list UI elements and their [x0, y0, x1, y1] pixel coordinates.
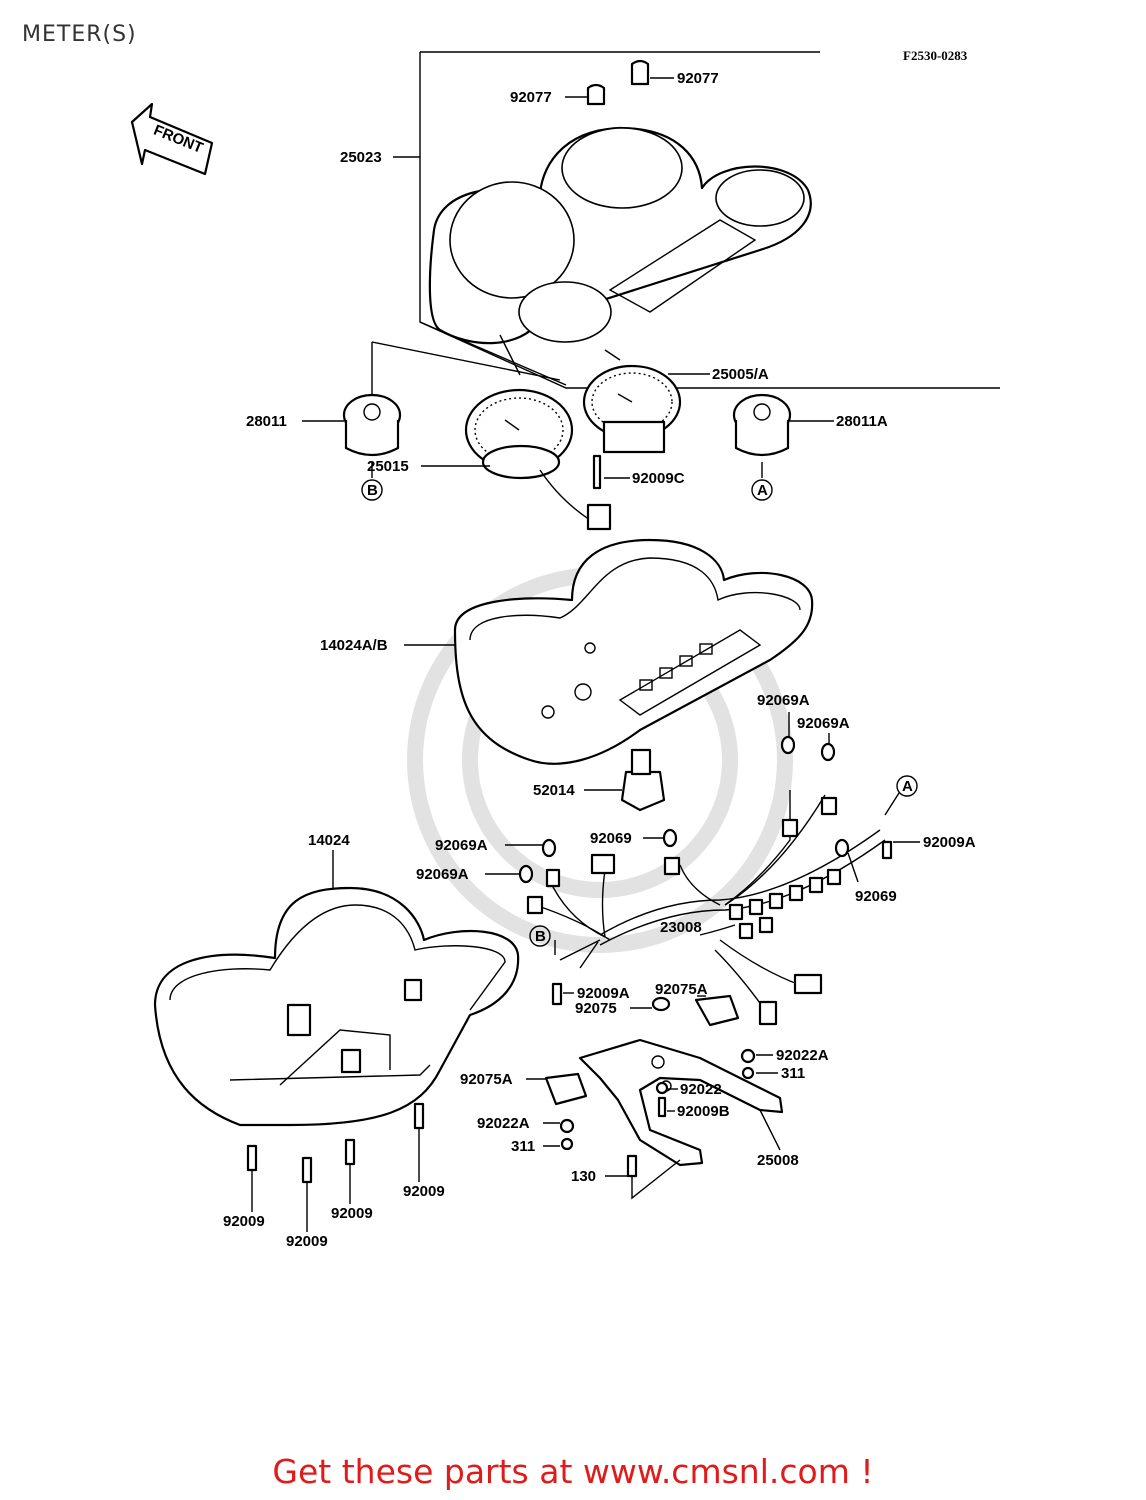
callout-130: 130: [571, 1168, 596, 1185]
meter-housing-14024AB: [453, 538, 814, 765]
callout-92009A-a: 92009A: [923, 834, 976, 851]
page-title: METER(S): [22, 22, 137, 47]
callout-92069A-d: 92069A: [416, 866, 469, 883]
callout-92069-a: 92069: [590, 830, 632, 847]
footer-link-text[interactable]: Get these parts at www.cmsnl.com !: [272, 1452, 874, 1491]
callout-28011A: 28011A: [836, 413, 888, 430]
callout-92022: 92022: [680, 1081, 722, 1098]
callout-28011: 28011: [246, 413, 287, 430]
callout-92075: 92075: [575, 1000, 617, 1017]
callout-311-b: 311: [511, 1138, 535, 1155]
svg-text:A: A: [902, 778, 913, 795]
callout-92075A-b: 92075A: [460, 1071, 513, 1088]
meter-case-14024: [153, 886, 520, 1127]
callout-92009-c: 92009: [331, 1205, 373, 1222]
svg-text:B: B: [367, 482, 378, 499]
callout-92009-a: 92009: [223, 1213, 265, 1230]
callout-92069A-c: 92069A: [435, 837, 488, 854]
callout-92069-b: 92069: [855, 888, 897, 905]
figure-code: F2530-0283: [903, 48, 968, 63]
callout-92069A-b: 92069A: [797, 715, 850, 732]
callout-92077-b: 92077: [677, 70, 719, 87]
wiring-harness-23008: [526, 790, 886, 1026]
callout-14024AB: 14024A/B: [320, 637, 388, 654]
callout-25005A: 25005/A: [712, 366, 769, 383]
marker-b-mid: B: [529, 925, 551, 947]
callout-25015: 25015: [367, 458, 409, 475]
svg-text:B: B: [535, 928, 546, 945]
gauge-28011A: [732, 393, 792, 457]
marker-b-top: B: [361, 479, 383, 501]
socket-52014: [620, 748, 666, 812]
meter-cover-assembly: [371, 51, 1000, 398]
callout-92009A-b: 92009A: [577, 985, 630, 1002]
marker-a-top: A: [751, 479, 773, 501]
leader-lines: [251, 77, 920, 1232]
front-arrow-icon: FRONT: [130, 102, 214, 176]
marker-a-mid: A: [884, 775, 918, 816]
callout-92022A-a: 92022A: [776, 1047, 829, 1064]
callout-92009C: 92009C: [632, 470, 685, 487]
callout-92077-a: 92077: [510, 89, 552, 106]
gauge-28011: [342, 393, 402, 457]
callout-92009-b: 92009: [286, 1233, 328, 1250]
callout-52014: 52014: [533, 782, 575, 799]
callout-23008: 23008: [660, 919, 702, 936]
speedometer-25015: [464, 388, 612, 531]
callout-92009B: 92009B: [677, 1103, 730, 1120]
callout-25008: 25008: [757, 1152, 799, 1169]
callout-25023: 25023: [340, 149, 382, 166]
callout-92009-d: 92009: [403, 1183, 445, 1200]
callout-92075A-a: 92075A: [655, 981, 708, 998]
tachometer-25005A: [582, 364, 682, 454]
svg-text:A: A: [757, 482, 768, 499]
callout-92022A-b: 92022A: [477, 1115, 530, 1132]
callout-92069A-a: 92069A: [757, 692, 810, 709]
callout-311-a: 311: [781, 1065, 805, 1082]
callout-14024: 14024: [308, 832, 350, 849]
